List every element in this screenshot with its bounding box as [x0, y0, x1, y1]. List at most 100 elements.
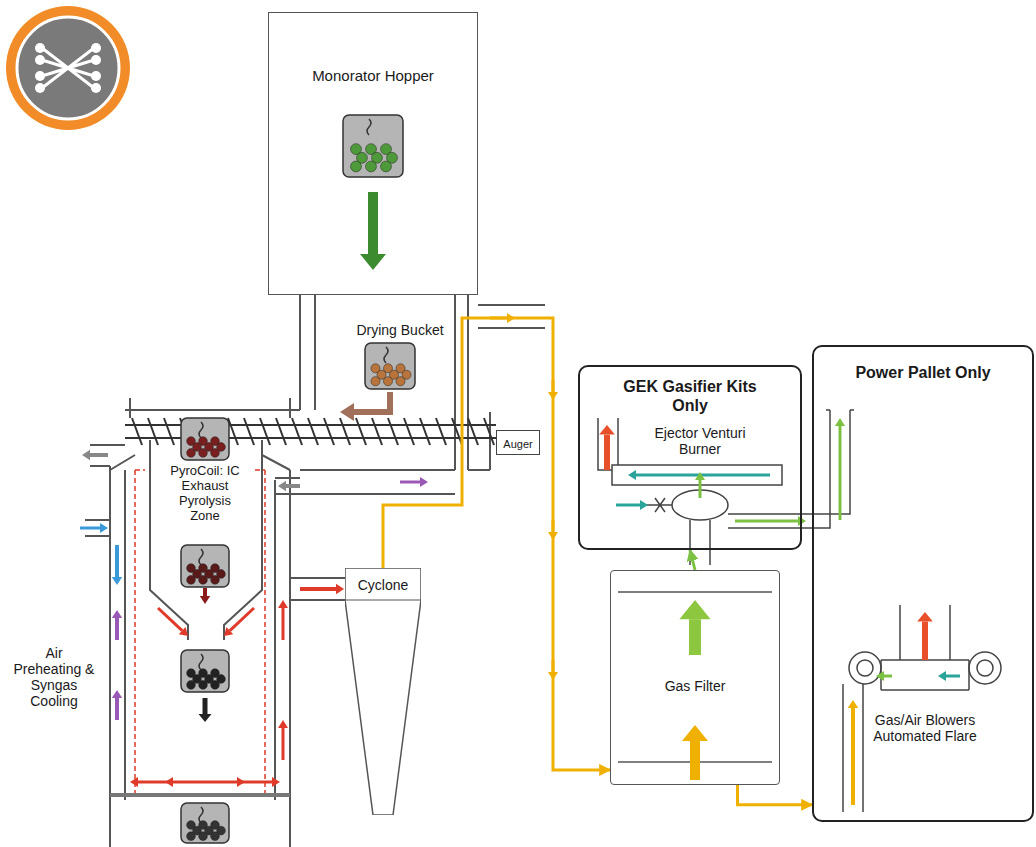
component-box: Gas Filter	[610, 570, 780, 785]
flow-arrow	[205, 777, 245, 787]
drawing-stroke	[599, 425, 615, 435]
drawing-stroke	[237, 777, 245, 787]
component-box: Auger	[496, 430, 540, 455]
drawing-stroke	[843, 684, 863, 812]
drawing-stroke	[80, 527, 100, 530]
auger-flight	[420, 418, 430, 445]
drawing-stroke	[91, 43, 101, 53]
flow-arrow	[735, 516, 806, 526]
drawing-stroke	[211, 575, 220, 584]
drawing-stroke	[35, 43, 101, 93]
flow-arrows	[80, 192, 960, 805]
component-name: Monorator Hopper	[312, 67, 434, 85]
auger-flight	[484, 418, 494, 445]
drawing-stroke	[290, 578, 345, 600]
flow-arrow	[200, 588, 210, 604]
fuel-icon	[181, 803, 229, 843]
drawing-stroke	[396, 377, 405, 386]
drawing-stroke	[360, 254, 386, 270]
drawing-stroke	[282, 728, 285, 760]
drawing-stroke	[203, 698, 208, 714]
flow-arrow	[82, 450, 108, 460]
drawing-stroke	[181, 418, 229, 460]
drawing-stroke	[199, 654, 203, 670]
drawing-stroke	[278, 600, 288, 608]
flow-arrow	[599, 425, 615, 470]
part-label: Gas/Air Blowers Automated Flare	[860, 712, 990, 744]
flow-arrow	[682, 725, 708, 780]
drawing-stroke	[35, 71, 45, 81]
flow-arrow	[835, 418, 845, 520]
drawing-stroke	[381, 161, 392, 172]
drawing-stroke	[420, 477, 428, 487]
drawing-stroke	[115, 698, 119, 720]
drawing-stroke	[100, 523, 108, 533]
drawing-stroke	[35, 43, 45, 53]
drawing-stroke	[690, 514, 812, 565]
drawing-stroke	[612, 465, 782, 485]
drawing-stroke	[35, 83, 45, 93]
drawing-stroke	[689, 619, 701, 655]
part-label: Air Preheating & Syngas Cooling	[12, 645, 96, 709]
drawing-stroke	[876, 671, 884, 681]
fuel-icon	[181, 650, 229, 692]
drawing-stroke	[848, 700, 858, 708]
flow-arrow	[300, 584, 344, 594]
drawing-stroke	[181, 803, 229, 843]
fuel-icon	[343, 115, 403, 177]
drawing-stroke	[150, 440, 262, 640]
drawing-stroke	[199, 832, 208, 841]
auger-flight	[436, 418, 446, 445]
drawing-stroke	[922, 622, 928, 660]
drawing-stroke	[272, 777, 280, 787]
component-name: Gas Filter	[665, 678, 726, 695]
drawing-stroke	[181, 545, 229, 587]
flow-arrow	[112, 690, 122, 720]
drawing-stroke	[300, 587, 336, 591]
flow-arrow	[616, 500, 648, 510]
drawing-stroke	[812, 410, 854, 528]
drawing-stroke	[112, 610, 122, 618]
drawing-stroke	[384, 347, 388, 363]
drawing-stroke	[365, 343, 415, 389]
gas-pipe-connector	[383, 318, 610, 770]
flow-arrow	[360, 192, 386, 270]
drawing-stroke	[91, 83, 101, 93]
auger-flight	[132, 418, 142, 445]
auger-flight	[372, 418, 382, 445]
flow-arrow	[679, 600, 710, 655]
component-name: Power Pallet Only	[855, 363, 990, 382]
flow-arrow	[695, 472, 705, 498]
flow-arrow	[165, 777, 205, 787]
auger-flight	[308, 418, 318, 445]
drawing-stroke	[282, 608, 285, 640]
drawing-stroke	[35, 55, 45, 65]
auger-flight	[468, 418, 478, 445]
component-name: GEK Gasifier Kits Only	[610, 377, 770, 415]
drawing-stroke	[199, 714, 212, 722]
drawing-stroke	[682, 725, 708, 741]
drawing-stroke	[278, 481, 286, 491]
drawing-stroke	[91, 55, 101, 65]
drawing-stroke	[640, 500, 648, 510]
part-label: Ejector Venturi Burner	[640, 425, 760, 457]
component-box: Power Pallet Only	[812, 345, 1034, 822]
drawing-stroke	[400, 481, 420, 484]
drawing-stroke	[969, 652, 1001, 684]
component-box: GEK Gasifier Kits Only	[578, 365, 802, 550]
drawing-stroke	[187, 575, 196, 584]
auger-flight	[324, 418, 334, 445]
drawing-stroke	[351, 161, 362, 172]
flow-arrow	[80, 523, 108, 533]
auger-flight	[404, 418, 414, 445]
drawing-stroke	[695, 472, 705, 480]
drawing-stroke	[199, 680, 208, 689]
drawing-stroke	[884, 675, 892, 678]
drawing-stroke	[839, 426, 842, 520]
drawing-stroke	[618, 592, 772, 762]
component-name: Auger	[503, 438, 532, 451]
drawing-stroke	[735, 520, 798, 523]
drawing-stroke	[90, 453, 108, 457]
flow-arrow	[628, 470, 770, 480]
gas-pipe-connector	[738, 785, 813, 805]
